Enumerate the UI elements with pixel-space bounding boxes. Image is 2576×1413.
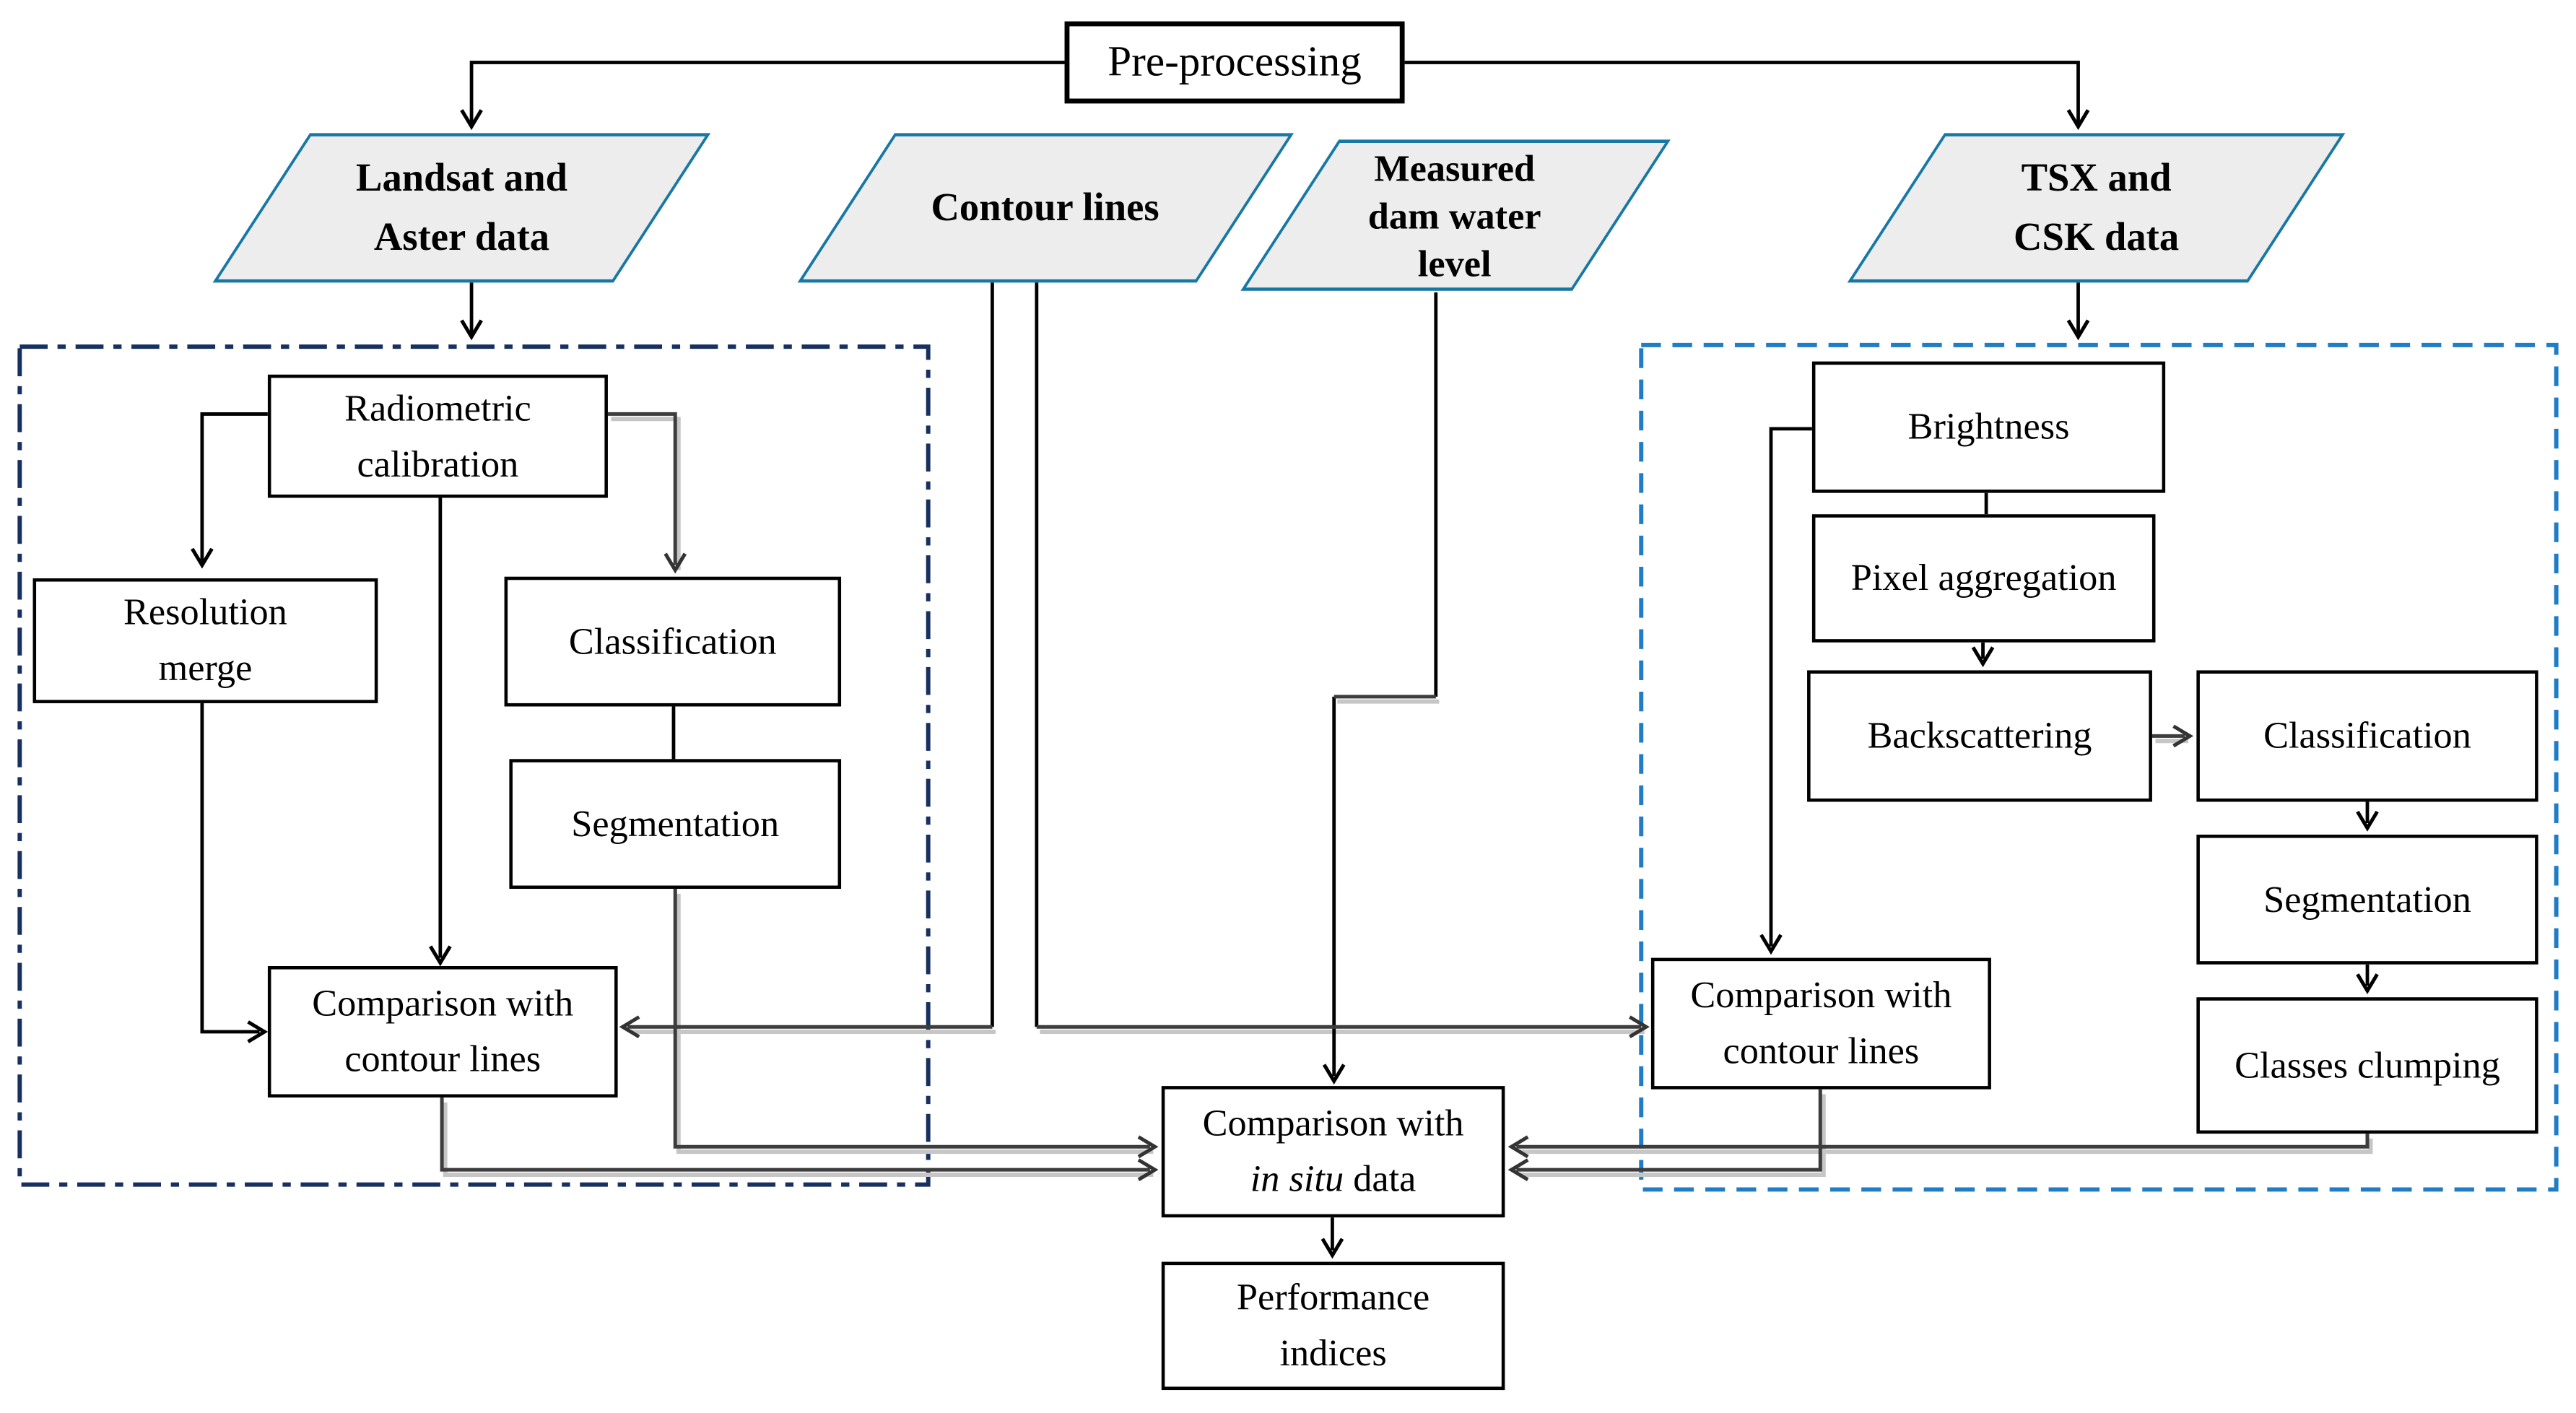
input-tsx-csk-label: TSX and CSK data bbox=[2013, 157, 2180, 259]
optical-comparison-contour-lines: Comparison with contour lines bbox=[267, 965, 618, 1098]
sar-classes-clumping: Classes clumping bbox=[2196, 997, 2538, 1134]
optical-branch-frame bbox=[17, 344, 931, 1187]
sar-branch-frame bbox=[1639, 342, 2559, 1192]
optical-classification: Classification bbox=[504, 576, 842, 707]
input-landsat-aster-label: Landsat and Aster data bbox=[355, 157, 567, 259]
input-measured-dam-water-level-label: Measured dam water level bbox=[1369, 147, 1542, 284]
optical-radiometric-calibration: Radiometric calibration bbox=[267, 374, 608, 498]
sar-backscattering: Backscattering bbox=[1807, 670, 2152, 802]
optical-resolution-merge: Resolution merge bbox=[32, 578, 378, 703]
performance-indices-box: Performance indices bbox=[1161, 1261, 1505, 1391]
sar-comparison-contour-lines: Comparison with contour lines bbox=[1650, 957, 1991, 1090]
sar-classification: Classification bbox=[2196, 670, 2538, 802]
insitu-emphasis: in situ bbox=[1250, 1158, 1344, 1200]
optical-segmentation: Segmentation bbox=[509, 759, 842, 890]
preprocessing-box: Pre-processing bbox=[1064, 21, 1405, 104]
sar-segmentation: Segmentation bbox=[2196, 834, 2538, 965]
sar-pixel-aggregation: Pixel aggregation bbox=[1811, 514, 2156, 643]
sar-brightness: Brightness bbox=[1811, 361, 2166, 493]
input-contour-lines-label: Contour lines bbox=[931, 186, 1160, 230]
